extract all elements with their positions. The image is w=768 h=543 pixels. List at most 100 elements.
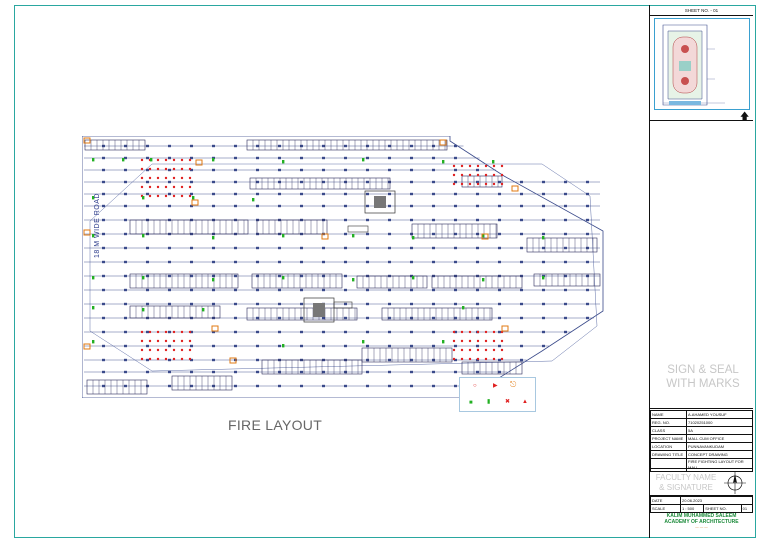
sprinkler-mark [156, 330, 160, 334]
column-mark [278, 330, 281, 334]
column-mark [410, 358, 413, 362]
column-mark [124, 288, 127, 292]
sprinkler-mark [468, 182, 472, 186]
column-mark [498, 180, 501, 184]
column-mark [388, 384, 391, 388]
column-mark [410, 144, 413, 148]
column-mark [432, 192, 435, 196]
separator [650, 120, 753, 121]
column-mark [454, 180, 457, 184]
column-mark [454, 358, 457, 362]
column-mark [388, 156, 391, 160]
column-mark [322, 344, 325, 348]
column-mark [542, 218, 545, 222]
sprinkler-mark [476, 173, 480, 177]
shop-block [411, 223, 498, 239]
column-mark [564, 260, 567, 264]
column-mark [498, 358, 501, 362]
sheet-number-label: SHEET NO. - 01 [650, 5, 753, 16]
column-mark [190, 192, 193, 196]
column-mark [586, 232, 589, 236]
column-mark [278, 260, 281, 264]
extinguisher-mark [482, 234, 485, 238]
info-value: 71020251000 [686, 418, 753, 427]
valve-icon: ✖ [505, 399, 511, 405]
column-mark [124, 260, 127, 264]
column-mark [168, 246, 171, 250]
sprinkler-mark [140, 167, 144, 171]
info-key: CLASS [650, 426, 687, 435]
column-mark [146, 274, 149, 278]
extinguisher-mark [192, 196, 195, 200]
sprinkler-mark [164, 194, 168, 198]
column-mark [344, 168, 347, 172]
title-block: SHEET NO. - 01 🡅 SIGN & SEAL WITH MARKS … [649, 5, 754, 538]
column-mark [322, 330, 325, 334]
shop-block [129, 305, 221, 319]
column-mark [146, 302, 149, 306]
column-mark [168, 204, 171, 208]
sprinkler-mark [148, 357, 152, 361]
column-mark [542, 260, 545, 264]
column-mark [366, 168, 369, 172]
info-key: LOCATION [650, 442, 687, 451]
lift-shaft [374, 196, 386, 208]
column-mark [124, 204, 127, 208]
info-value: A.AHAMED YOUSUF [686, 410, 753, 419]
column-mark [168, 370, 171, 374]
column-mark [410, 370, 413, 374]
column-mark [146, 246, 149, 250]
column-mark [168, 144, 171, 148]
shop-block [84, 139, 146, 151]
sprinkler-mark [452, 173, 456, 177]
column-mark [476, 370, 479, 374]
drawing-title: FIRE LAYOUT [228, 417, 323, 433]
extinguisher-mark [92, 276, 95, 280]
shop-outline [261, 359, 363, 375]
column-mark [410, 344, 413, 348]
sprinkler-mark [492, 164, 496, 168]
shop-block [256, 219, 328, 235]
scale-value: 1 : 500 [679, 504, 705, 513]
sprinkler-mark [148, 348, 152, 352]
shop-outline [246, 307, 358, 321]
column-mark [278, 180, 281, 184]
column-mark [300, 156, 303, 160]
column-mark [102, 156, 105, 160]
hose-reel-mark [83, 343, 91, 350]
shop-block [533, 273, 601, 287]
column-mark [388, 180, 391, 184]
alarm-icon: ○ [473, 383, 477, 389]
column-mark [476, 168, 479, 172]
column-mark [278, 344, 281, 348]
column-mark [124, 180, 127, 184]
hose-reel-icon: ⎋ [510, 380, 517, 389]
column-mark [278, 384, 281, 388]
sprinkler-mark [476, 348, 480, 352]
column-mark [432, 156, 435, 160]
extinguisher-mark [282, 160, 285, 164]
column-mark [256, 260, 259, 264]
column-mark [542, 302, 545, 306]
sprinkler-mark [172, 185, 176, 189]
column-mark [410, 232, 413, 236]
column-mark [212, 302, 215, 306]
sprinkler-mark [188, 357, 192, 361]
shop-outline [246, 139, 448, 151]
sprinkler-mark [484, 182, 488, 186]
column-mark [146, 156, 149, 160]
column-mark [124, 232, 127, 236]
column-mark [322, 144, 325, 148]
sprinkler-mark [180, 348, 184, 352]
column-mark [322, 316, 325, 320]
hose-reel-mark [211, 325, 219, 332]
sprinkler-mark [164, 158, 168, 162]
column-mark [388, 344, 391, 348]
column-mark [124, 156, 127, 160]
column-mark [344, 274, 347, 278]
bell-icon: ▶ [493, 383, 498, 389]
sprinkler-mark [164, 339, 168, 343]
